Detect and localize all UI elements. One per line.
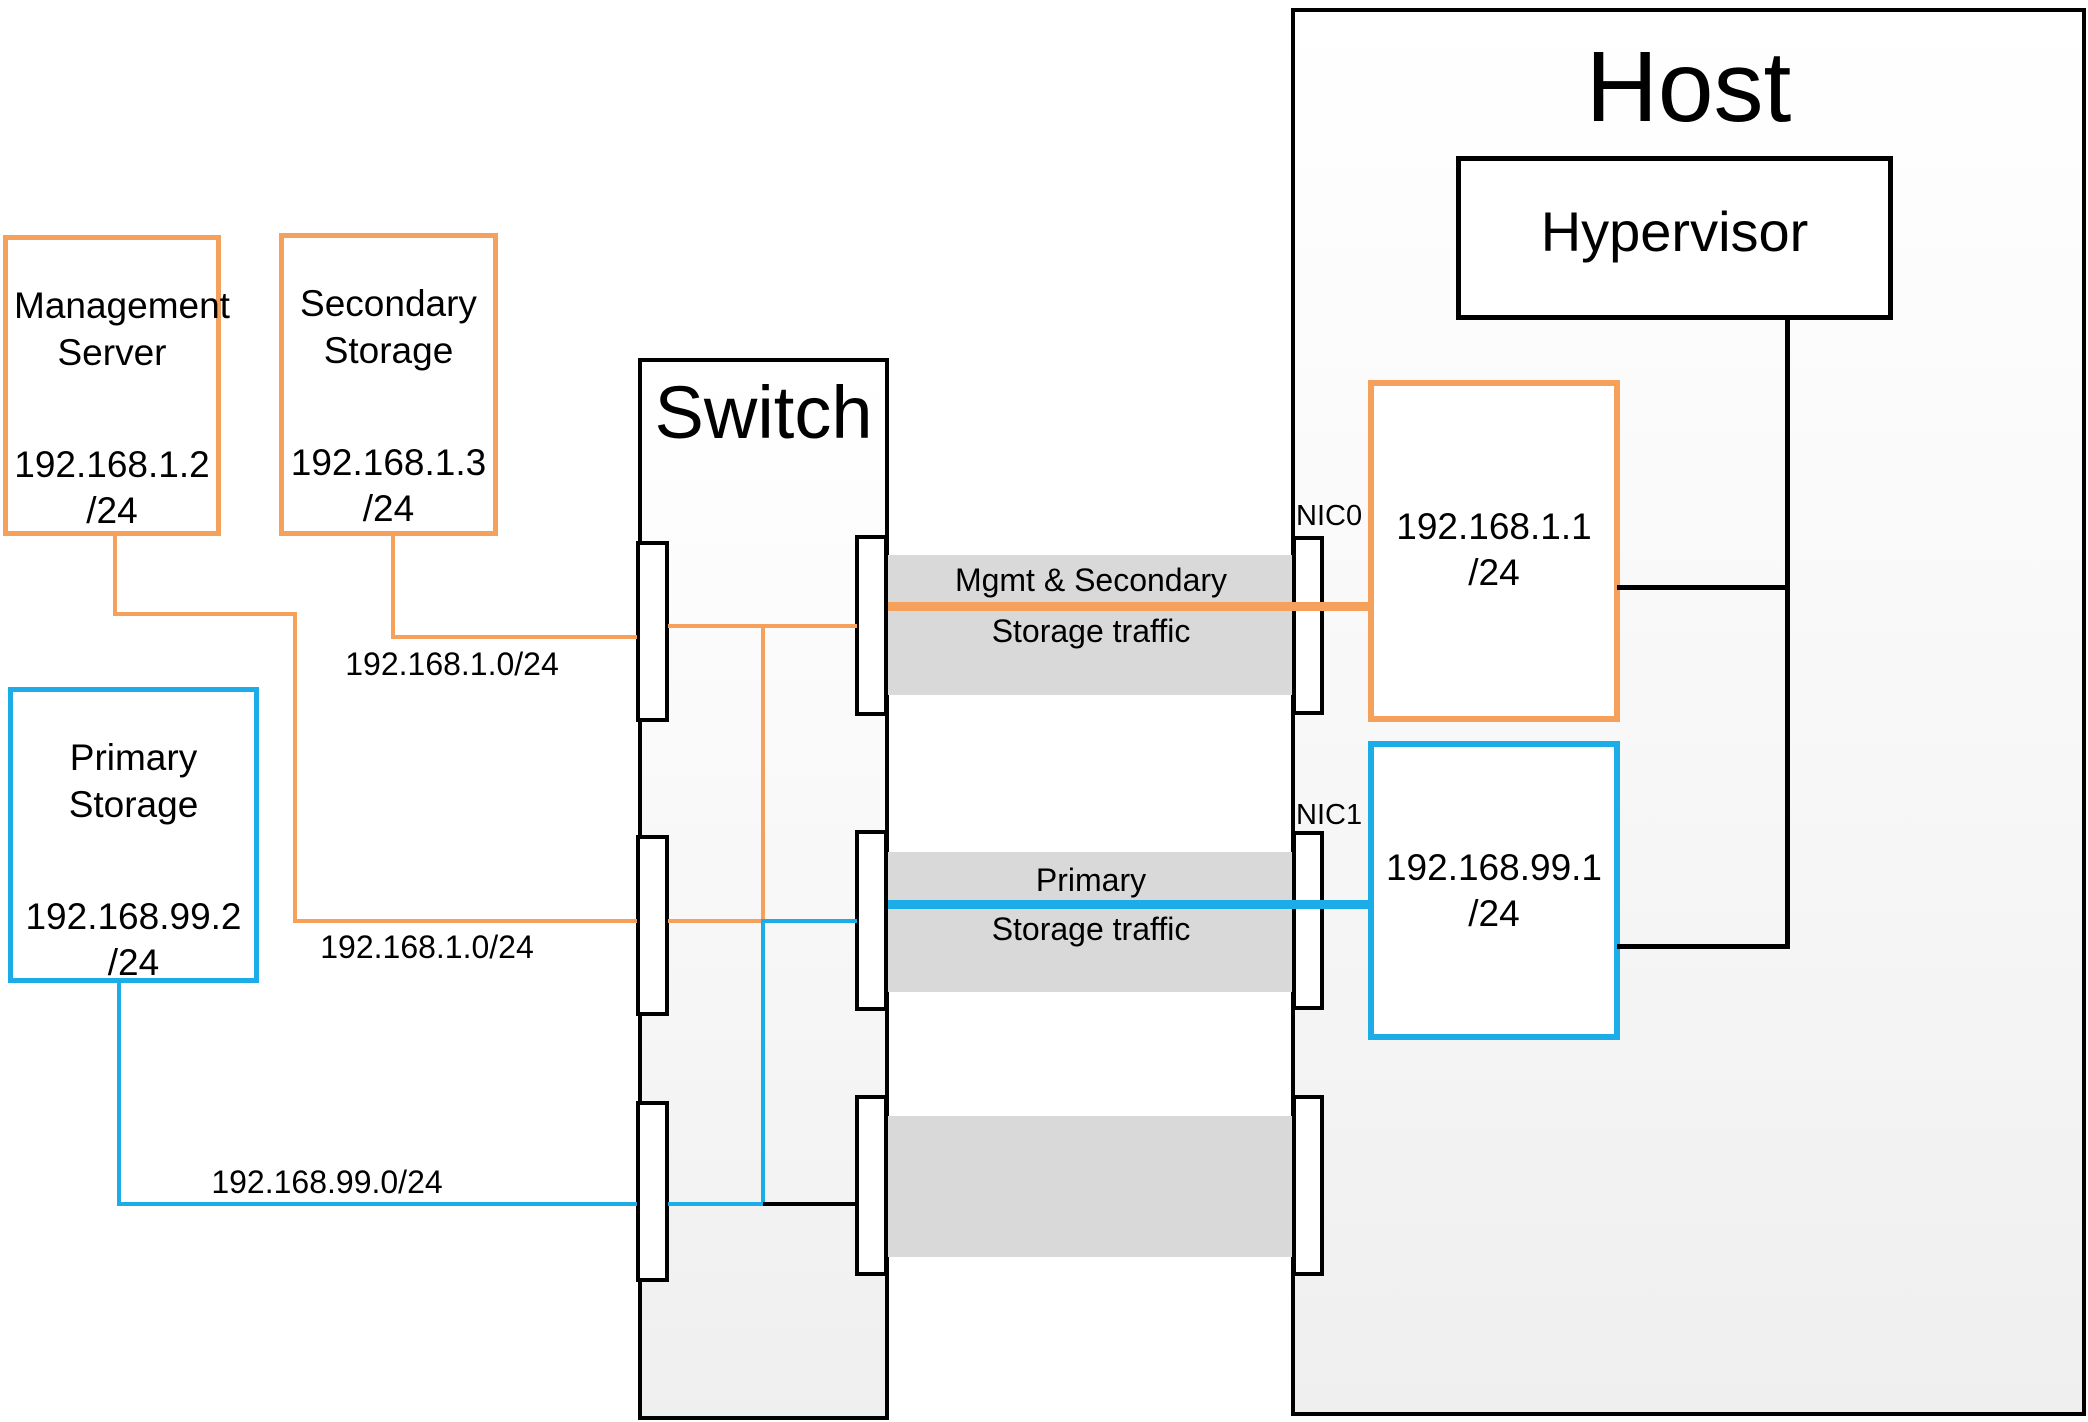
switch-wire-row2-orange bbox=[668, 919, 765, 923]
ip-mask: /24 bbox=[86, 490, 138, 531]
hypervisor-title: Hypervisor bbox=[1540, 200, 1809, 263]
ip-address: 192.168.99.2 bbox=[25, 896, 242, 937]
switch-wire-vertical-orange bbox=[761, 624, 765, 923]
switch-wire-row3-black bbox=[763, 1202, 857, 1206]
switch-wire-vertical-blue bbox=[761, 919, 765, 1206]
secondary-storage-ip: 192.168.1.3 /24 bbox=[288, 440, 489, 532]
ip-mask: /24 bbox=[1468, 552, 1520, 593]
connector-primary-horizontal bbox=[117, 1202, 637, 1206]
traffic-line-mgmt-secondary bbox=[888, 602, 1370, 611]
ip-address: 192.168.99.1 bbox=[1385, 847, 1603, 888]
management-server-node: Management Server 192.168.1.2 /24 bbox=[3, 235, 230, 536]
subnet-label-secondary: 192.168.1.0/24 bbox=[345, 646, 559, 682]
connector-secondary-horizontal bbox=[391, 635, 637, 639]
connector-primary-vertical bbox=[117, 982, 121, 1206]
host-port-nic0 bbox=[1292, 536, 1324, 715]
ip-address: 192.168.1.1 bbox=[1396, 506, 1592, 547]
connector-management-vertical-1 bbox=[113, 535, 117, 616]
primary-storage-node: Primary Storage 192.168.99.2 /24 bbox=[8, 687, 259, 983]
subnet-label-management: 192.168.1.0/24 bbox=[320, 929, 534, 965]
host-port-spare bbox=[1292, 1095, 1324, 1276]
ip-mask: /24 bbox=[107, 942, 160, 983]
host-title: Host bbox=[1585, 31, 1792, 143]
switch-port-right-1 bbox=[855, 535, 888, 716]
traffic-line-primary bbox=[888, 900, 1370, 909]
management-server-ip: 192.168.1.2 /24 bbox=[12, 442, 212, 534]
traffic-label-mgmt-line2: Storage traffic bbox=[991, 613, 1191, 649]
nic1-ip: 192.168.99.1 /24 bbox=[1378, 845, 1610, 937]
connector-management-vertical-2 bbox=[293, 612, 297, 923]
ip-address: 192.168.1.3 bbox=[290, 442, 487, 483]
secondary-storage-node: Secondary Storage 192.168.1.3 /24 bbox=[279, 233, 498, 536]
nic1-box: 192.168.99.1 /24 bbox=[1368, 741, 1620, 1040]
switch-port-right-3 bbox=[855, 1095, 888, 1276]
management-server-label: Management Server bbox=[14, 285, 230, 373]
switch-port-left-1 bbox=[636, 541, 669, 722]
traffic-label-mgmt-line1: Mgmt & Secondary bbox=[954, 562, 1228, 598]
nic1-port-label: NIC1 bbox=[1296, 799, 1363, 831]
traffic-band-2 bbox=[888, 852, 1294, 992]
connector-nic1-black bbox=[1617, 944, 1789, 949]
nic0-ip: 192.168.1.1 /24 bbox=[1378, 504, 1610, 596]
ip-address: 192.168.1.2 bbox=[14, 444, 210, 485]
connector-nic0-black bbox=[1617, 585, 1789, 590]
connector-management-horizontal-2 bbox=[293, 919, 637, 923]
hypervisor-box: Hypervisor bbox=[1456, 156, 1893, 320]
nic0-port-label: NIC0 bbox=[1296, 500, 1363, 532]
host-port-nic1 bbox=[1292, 831, 1324, 1010]
switch-wire-row3-blue bbox=[668, 1202, 765, 1206]
traffic-band-1 bbox=[888, 555, 1294, 695]
switch-port-left-2 bbox=[636, 835, 669, 1016]
connector-management-horizontal-1 bbox=[113, 612, 297, 616]
switch-wire-row2-blue bbox=[763, 919, 857, 923]
secondary-storage-label: Secondary Storage bbox=[300, 283, 477, 371]
primary-storage-label: Primary Storage bbox=[68, 737, 199, 825]
traffic-label-primary-line1: Primary bbox=[1035, 862, 1147, 898]
switch-port-right-2 bbox=[855, 830, 888, 1011]
connector-secondary-vertical bbox=[391, 535, 395, 639]
nic0-box: 192.168.1.1 /24 bbox=[1368, 380, 1620, 722]
switch-title: Switch bbox=[654, 371, 873, 454]
ip-mask: /24 bbox=[362, 488, 415, 529]
connector-hypervisor-vertical bbox=[1785, 318, 1790, 949]
subnet-label-primary: 192.168.99.0/24 bbox=[211, 1164, 443, 1200]
traffic-label-primary-line2: Storage traffic bbox=[991, 911, 1191, 947]
traffic-band-3 bbox=[888, 1116, 1294, 1257]
ip-mask: /24 bbox=[1468, 893, 1520, 934]
switch-port-left-3 bbox=[636, 1101, 669, 1282]
primary-storage-ip: 192.168.99.2 /24 bbox=[17, 894, 250, 986]
